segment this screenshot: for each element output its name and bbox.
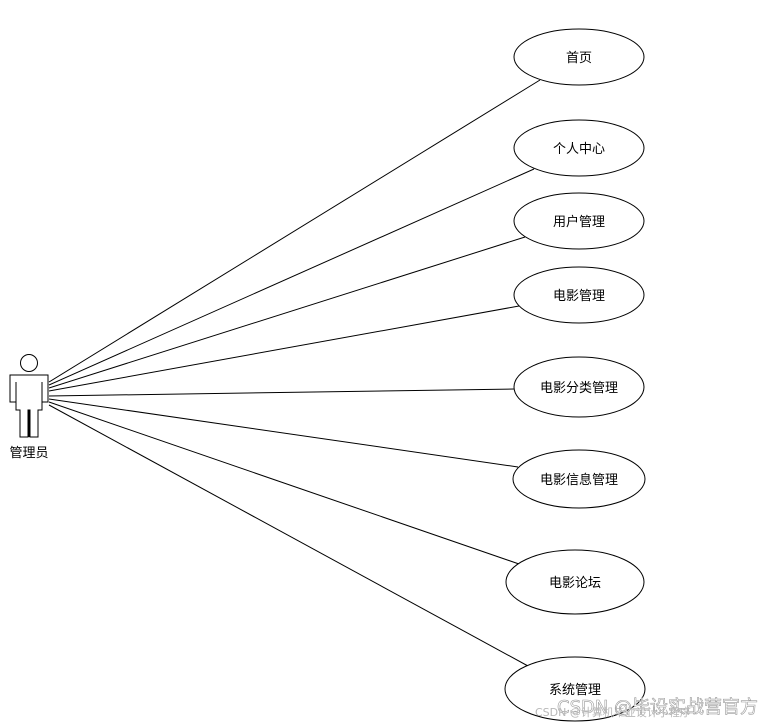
association-line-movie-forum [48, 401, 520, 565]
use-case-ellipse [512, 449, 646, 509]
use-case-ellipse [513, 28, 645, 86]
use-case-label: 电影分类管理 [540, 381, 618, 396]
use-case-label: 电影论坛 [549, 576, 601, 591]
use-case-label: 电影管理 [553, 289, 605, 304]
use-case-ellipse [513, 119, 645, 177]
use-case-ellipse [504, 656, 646, 722]
actor-body-icon [9, 374, 49, 438]
association-line-homepage [48, 79, 541, 383]
use-case-movie-info-management: 电影信息管理 [512, 449, 646, 509]
watermark-large: CSDN @毕设实战营官方 [557, 697, 758, 718]
use-case-ellipse [513, 192, 645, 250]
association-line-movie-category-management [48, 388, 515, 397]
use-case-movie-management: 电影管理 [513, 266, 645, 324]
use-case-movie-forum: 电影论坛 [505, 549, 645, 615]
use-case-user-management: 用户管理 [513, 192, 645, 250]
use-case-label: 电影信息管理 [540, 472, 618, 488]
use-case-label: 首页 [566, 51, 592, 66]
actor-head [20, 354, 38, 372]
actor-label: 管理员 [9, 446, 48, 461]
use-case-system-management: 系统管理 [504, 656, 646, 722]
watermark-small: CSDN @计算机毕业设计小程序 [535, 705, 691, 719]
actor-administrator [9, 354, 49, 438]
association-line-personal-center [48, 168, 535, 386]
use-case-ellipse [513, 266, 645, 324]
use-case-homepage: 首页 [513, 28, 645, 86]
use-case-ellipse [513, 356, 645, 418]
use-case-label: 系统管理 [549, 683, 601, 698]
use-case-label: 个人中心 [553, 142, 605, 157]
association-line-user-management [48, 236, 526, 389]
use-case-ellipse [505, 549, 645, 615]
association-lines [48, 79, 541, 667]
association-line-movie-info-management [48, 398, 519, 468]
association-line-system-management [48, 404, 529, 667]
use-case-movie-category-management: 电影分类管理 [513, 356, 645, 418]
association-line-movie-management [48, 305, 520, 392]
use-case-label: 用户管理 [553, 214, 605, 230]
use-case-personal-center: 个人中心 [513, 119, 645, 177]
